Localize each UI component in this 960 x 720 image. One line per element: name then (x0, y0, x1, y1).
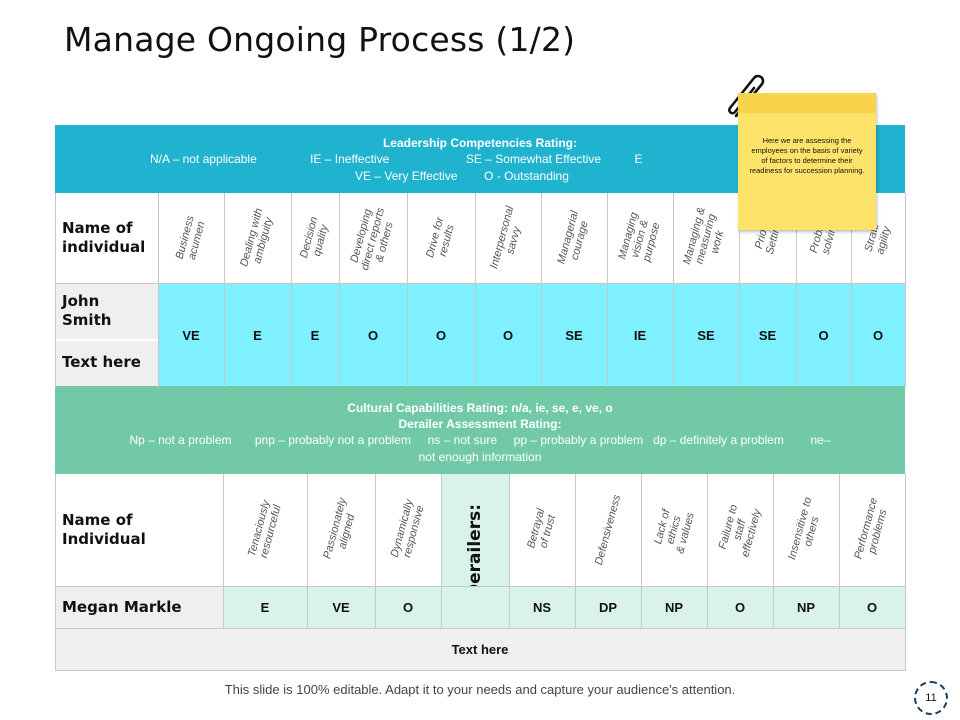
competency-rating: O (435, 328, 447, 343)
competency-header-label: Developing direct reports & others (348, 205, 396, 272)
cultural-rating-heading: Cultural Capabilities Rating: n/a, ie, s… (347, 401, 613, 415)
derailer-rating: NS (532, 599, 552, 615)
name-of-individual-header: Name of individual (62, 219, 146, 256)
derailer-header: Failure to staff effectively (707, 474, 773, 586)
capability-header-label: Passionately aligned (321, 496, 358, 561)
derailer-rating: DP (598, 599, 618, 615)
capability-header: Passionately aligned (307, 474, 375, 586)
derailer-header-label: Defensiveness (592, 493, 624, 567)
capability-header: Dynamically responsive (375, 474, 441, 586)
capability-rating: VE (332, 599, 350, 615)
derailer-header-label: Betrayal of trust (525, 507, 558, 550)
person-name-cell (55, 284, 158, 387)
person-name-john-smith: John Smith (62, 292, 112, 329)
competency-header: Business acumen (158, 193, 224, 284)
footer-row-text: Text here (451, 641, 509, 657)
competency-header-label: Managing & measuring work (681, 205, 727, 266)
competency-rating: SE (697, 328, 715, 343)
paperclip-icon (728, 74, 765, 118)
name-of-individual-header-2: Name of Individual (62, 511, 146, 548)
derailer-rating-line2: not enough information (418, 450, 542, 464)
page-title: Manage Ongoing Process (1/2) (64, 20, 576, 59)
competency-rating: E (310, 328, 320, 343)
person-name-megan-markle: Megan Markle (62, 598, 182, 616)
page-number-badge: 11 (914, 681, 948, 715)
derailer-rating: NP (664, 599, 684, 615)
derailer-header-label: Failure to staff effectively (716, 503, 764, 559)
leadership-rating-heading: Leadership Competencies Rating: (382, 136, 578, 150)
derailer-header: Defensiveness (575, 474, 641, 586)
competency-header-label: Managerial courage (555, 209, 591, 265)
competency-header-label: Dealing with ambiguity (238, 206, 276, 268)
competency-header: Managing vision & purpose (607, 193, 673, 284)
competency-header: Managing & measuring work (673, 193, 739, 284)
capability-header: Tenaciously resourceful (223, 474, 307, 586)
sticky-note (738, 93, 876, 230)
page-number: 11 (925, 692, 937, 704)
competency-rating: O (818, 328, 829, 343)
capability-header-label: Tenaciously resourceful (245, 499, 284, 560)
derailers-label: Derailers: (465, 504, 486, 598)
person-name-cell-2 (55, 586, 223, 628)
competency-header: Decision quality (291, 193, 339, 284)
text-here-label: Text here (62, 353, 141, 371)
competency-rating: SE (565, 328, 583, 343)
sticky-note-top (738, 93, 876, 113)
competency-rating: O (502, 328, 514, 343)
derailer-rating: O (866, 599, 878, 615)
competency-rating: VE (182, 328, 200, 343)
capability-header-label: Dynamically responsive (388, 498, 427, 559)
capability-rating: O (402, 599, 414, 615)
leadership-rating-line2: VE – Very Effective O - Outstanding (355, 169, 569, 183)
competency-rating: E (253, 328, 262, 343)
competency-rating: IE (633, 328, 647, 343)
competency-header-label: Interpersonal savvy (488, 204, 524, 270)
footer-row (55, 628, 905, 670)
sticky-note-text: Here we are assessing the employees on t… (749, 136, 865, 175)
derailer-header: Lack of ethics & values (641, 474, 707, 586)
competency-header: Developing direct reports & others (339, 193, 407, 284)
competency-header-label: Business acumen (173, 213, 208, 261)
derailer-ratings-row (223, 586, 905, 628)
competency-header: Dealing with ambiguity (224, 193, 291, 284)
cultural-rating-band: Cultural Capabilities Rating: n/a, ie, s… (55, 386, 905, 474)
leadership-ratings-row (158, 284, 905, 387)
leadership-rating-line1: N/A – not applicable IE – Ineffective SE… (150, 152, 643, 166)
competency-header-label: Decision quality (297, 215, 331, 259)
derailer-header: Insensitive to others (773, 474, 839, 586)
competency-header: Managerial courage (541, 193, 607, 284)
derailer-header: Performance problems (839, 474, 905, 586)
derailer-header-label: Performance problems (852, 496, 890, 561)
capability-rating: E (260, 599, 270, 615)
competency-rating: O (367, 328, 379, 343)
competency-rating: O (872, 328, 884, 343)
derailer-rating-heading: Derailer Assessment Rating: (398, 417, 562, 431)
derailer-header-label: Lack of ethics & values (652, 508, 697, 556)
footer-text: This slide is 100% editable. Adapt it to… (224, 682, 736, 697)
derailer-rating: O (734, 599, 746, 615)
derailer-header-label: Insensitive to others (786, 495, 822, 562)
competency-header: Interpersonal savvy (475, 193, 541, 284)
derailer-header: Betrayal of trust (509, 474, 575, 586)
competency-header-label: Managing vision & purpose (616, 210, 663, 263)
competency-rating: SE (758, 328, 777, 343)
derailer-rating: NP (796, 599, 816, 615)
competency-header-label: Drive for results (424, 215, 457, 259)
competency-header: Drive for results (407, 193, 475, 284)
derailer-rating-line1: Np – not a problem pnp – probably not a … (129, 433, 831, 447)
